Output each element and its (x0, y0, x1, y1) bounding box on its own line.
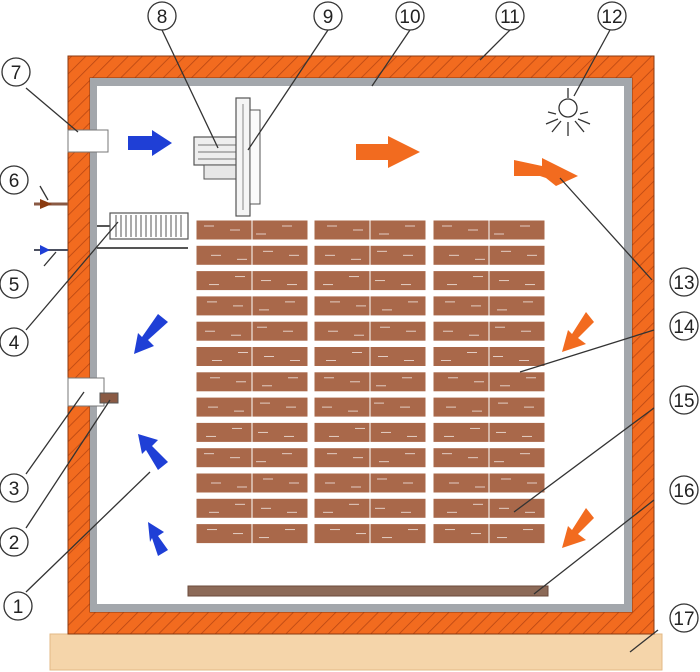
callout-6: 6 (0, 165, 29, 195)
brick-row (195, 244, 309, 266)
damper-box (99, 392, 119, 404)
callout-13: 13 (669, 267, 699, 297)
callout-7: 7 (1, 57, 31, 87)
brick-row (195, 320, 309, 342)
callout-10: 10 (395, 1, 425, 31)
brick-row (432, 219, 546, 241)
callout-9: 9 (313, 1, 343, 31)
callout-15: 15 (669, 385, 699, 415)
callout-14: 14 (669, 311, 699, 341)
cold-air-arrow-down-left (134, 314, 168, 354)
callout-2: 2 (0, 527, 29, 557)
callout-label-3: 3 (9, 479, 20, 500)
callout-label-9: 9 (323, 7, 334, 28)
callout-label-17: 17 (673, 609, 694, 630)
callout-label-5: 5 (9, 275, 20, 296)
brick-stacks (195, 219, 546, 545)
brick-row (195, 295, 309, 317)
brick-row (195, 421, 309, 443)
lamp (545, 88, 591, 136)
callout-label-16: 16 (673, 481, 694, 502)
brick-row (432, 270, 546, 292)
brick-row (432, 244, 546, 266)
brick-row (313, 244, 427, 266)
cold-air-arrow-up-upper (138, 434, 168, 470)
radiator-heater (97, 212, 189, 249)
brick-row (313, 320, 427, 342)
stack-pallet (187, 585, 549, 597)
brick-row (432, 346, 546, 367)
brick-row (195, 472, 309, 494)
leader-lines (25, 29, 659, 653)
brick-row (313, 497, 427, 519)
hot-air-arrow-right-upper (562, 312, 594, 352)
cold-air-arrows (128, 130, 172, 556)
brick-row (432, 295, 546, 317)
hot-air-arrow-right-lower (562, 508, 594, 548)
brick-row (313, 371, 427, 393)
brick-row (432, 396, 546, 418)
callout-label-1: 1 (13, 597, 24, 618)
cold-air-arrow-up-lower (148, 522, 168, 556)
brick-row (313, 396, 427, 418)
callout-label-11: 11 (500, 7, 520, 28)
brick-row (432, 472, 546, 494)
callout-label-8: 8 (157, 7, 168, 28)
brick-row (313, 421, 427, 443)
fan-impeller (235, 97, 261, 217)
pipe-6 (34, 199, 68, 209)
brick-row (432, 320, 546, 342)
callout-label-4: 4 (9, 333, 20, 354)
foundation-slab (49, 633, 663, 671)
brick-row (313, 523, 427, 545)
hot-air-arrow-corner (514, 158, 578, 186)
brick-row (432, 371, 546, 393)
callout-16: 16 (669, 475, 699, 505)
supply-air-vent (67, 129, 109, 153)
brick-row (313, 295, 427, 317)
callout-label-7: 7 (11, 63, 22, 84)
callout-label-12: 12 (601, 7, 622, 28)
brick-row (432, 523, 546, 545)
brick-row (195, 497, 309, 519)
brick-row (432, 421, 546, 443)
brick-row (195, 270, 309, 292)
callout-8: 8 (147, 1, 177, 31)
callout-label-6: 6 (9, 171, 20, 192)
brick-row (432, 447, 546, 469)
callout-17: 17 (669, 603, 699, 633)
callout-label-15: 15 (673, 391, 694, 412)
brick-row (313, 219, 427, 241)
hot-air-arrows (356, 136, 594, 548)
callout-label-13: 13 (673, 273, 694, 294)
brick-row (313, 270, 427, 292)
hot-air-arrow-top (356, 136, 420, 168)
callout-label-10: 10 (399, 7, 420, 28)
callout-label-2: 2 (9, 533, 20, 554)
brick-row (195, 523, 309, 545)
brick-row (195, 396, 309, 418)
brick-row (195, 219, 309, 241)
brick-row (195, 447, 309, 469)
callout-5: 5 (0, 269, 29, 299)
callout-4: 4 (0, 327, 29, 357)
brick-row (432, 497, 546, 519)
exhaust-air-vent (67, 377, 105, 407)
callout-11: 11 (495, 1, 525, 31)
callout-1: 1 (3, 591, 33, 621)
brick-row (195, 371, 309, 393)
brick-row (313, 472, 427, 494)
pipe-5 (34, 245, 68, 255)
callout-3: 3 (0, 473, 29, 503)
brick-row (313, 447, 427, 469)
cold-air-arrow-inlet (128, 130, 172, 156)
callout-label-14: 14 (673, 317, 695, 338)
brick-row (195, 346, 309, 367)
callout-12: 12 (597, 1, 627, 31)
brick-row (313, 346, 427, 367)
